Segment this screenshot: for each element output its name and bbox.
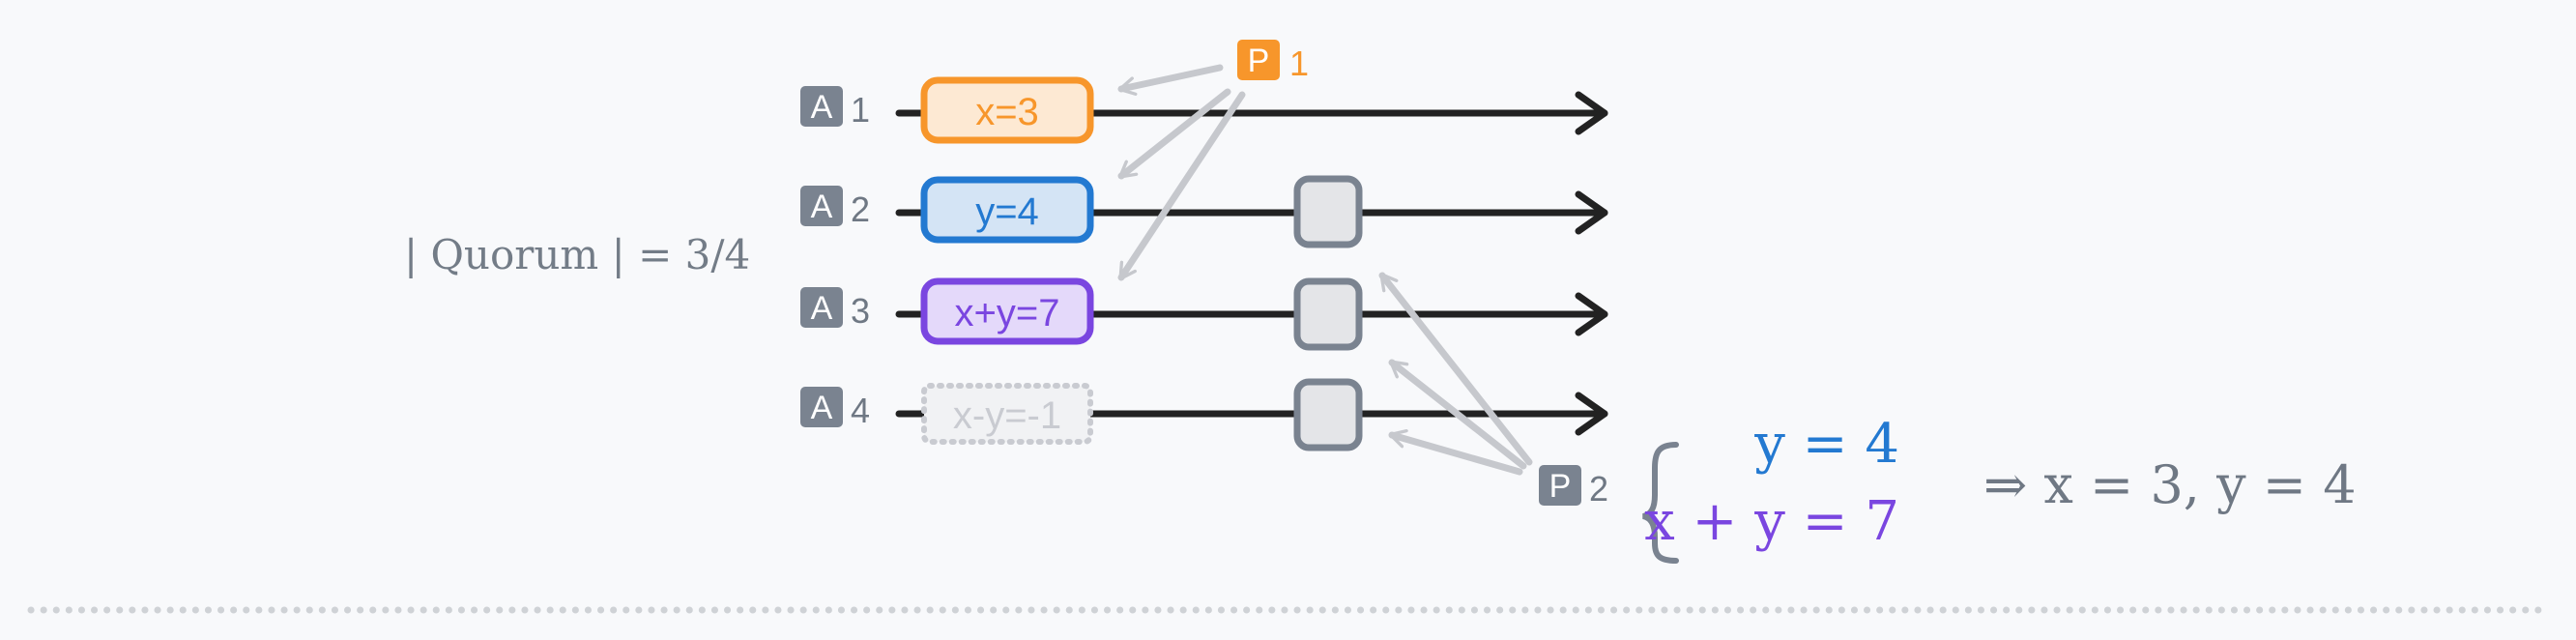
timeline-arrowhead-1: [1575, 91, 1608, 135]
proposer-badge-letter-1: P: [1248, 43, 1270, 79]
acceptor-badge-letter-3: A: [811, 290, 833, 327]
accepted-value-box-3: [920, 277, 1094, 345]
acceptor-badge-letter-2: A: [811, 189, 833, 225]
p2-arrow-to-a2: [1378, 272, 1533, 466]
acceptor-row-2: A 2 y=4: [800, 175, 1608, 248]
timeline-arrowhead-3: [1575, 292, 1608, 336]
accepted-value-box-1: [920, 76, 1094, 144]
equation-2: x + y = 7: [1644, 490, 1899, 553]
accepted-value-1: x=3: [975, 91, 1039, 133]
phase2-box-4: [1293, 378, 1363, 451]
p1-arrow-to-a2: [1117, 88, 1231, 180]
accepted-value-3: x+y=7: [955, 292, 1060, 335]
accepted-value-2: y=4: [975, 190, 1039, 233]
acceptor-number-4: 4: [851, 391, 870, 430]
phase2-box-2: [1293, 175, 1363, 248]
acceptor-number-2: 2: [851, 189, 870, 229]
proposer-number-1: 1: [1289, 44, 1309, 83]
acceptor-badge-3: [800, 287, 843, 328]
proposer-badge-2: [1539, 465, 1581, 506]
p1-arrow-to-a3: [1117, 91, 1246, 281]
acceptor-number-1: 1: [851, 90, 870, 130]
acceptor-row-3: A 3 x+y=7: [800, 277, 1608, 351]
p1-arrow-to-a1: [1117, 64, 1224, 97]
acceptor-badge-1: [800, 86, 843, 127]
timeline-arrowhead-2: [1575, 190, 1608, 235]
proposer-1: P 1: [1237, 40, 1309, 83]
quorum-label: | Quorum | = 3/4: [404, 231, 750, 278]
acceptor-badge-4: [800, 387, 843, 427]
left-brace: [1642, 442, 1679, 564]
acceptor-number-3: 3: [851, 291, 870, 331]
phase2-box-3: [1293, 277, 1363, 351]
accepted-value-box-2: [920, 176, 1094, 244]
proposer-badge-letter-2: P: [1549, 468, 1572, 505]
solution-result: ⇒ x = 3, y = 4: [1983, 454, 2357, 515]
proposer-number-2: 2: [1589, 469, 1608, 509]
accepted-value-box-4: [921, 383, 1093, 445]
timeline-arrowhead-4: [1575, 392, 1608, 436]
p2-arrow-to-a4: [1388, 429, 1523, 476]
proposer-badge-1: [1237, 40, 1280, 80]
equation-system: y = 4 x + y = 7: [1642, 413, 1899, 564]
acceptor-row-1: A 1 x=3: [800, 76, 1608, 144]
proposer-arrows: [1117, 64, 1533, 476]
acceptor-badge-letter-4: A: [811, 390, 833, 426]
equation-1: y = 4: [1753, 413, 1899, 476]
p2-arrow-to-a3: [1388, 359, 1527, 470]
acceptor-badge-2: [800, 186, 843, 226]
proposer-2: P 2: [1539, 465, 1608, 509]
acceptor-badge-letter-1: A: [811, 89, 833, 126]
accepted-value-4: x-y=-1: [953, 394, 1061, 437]
